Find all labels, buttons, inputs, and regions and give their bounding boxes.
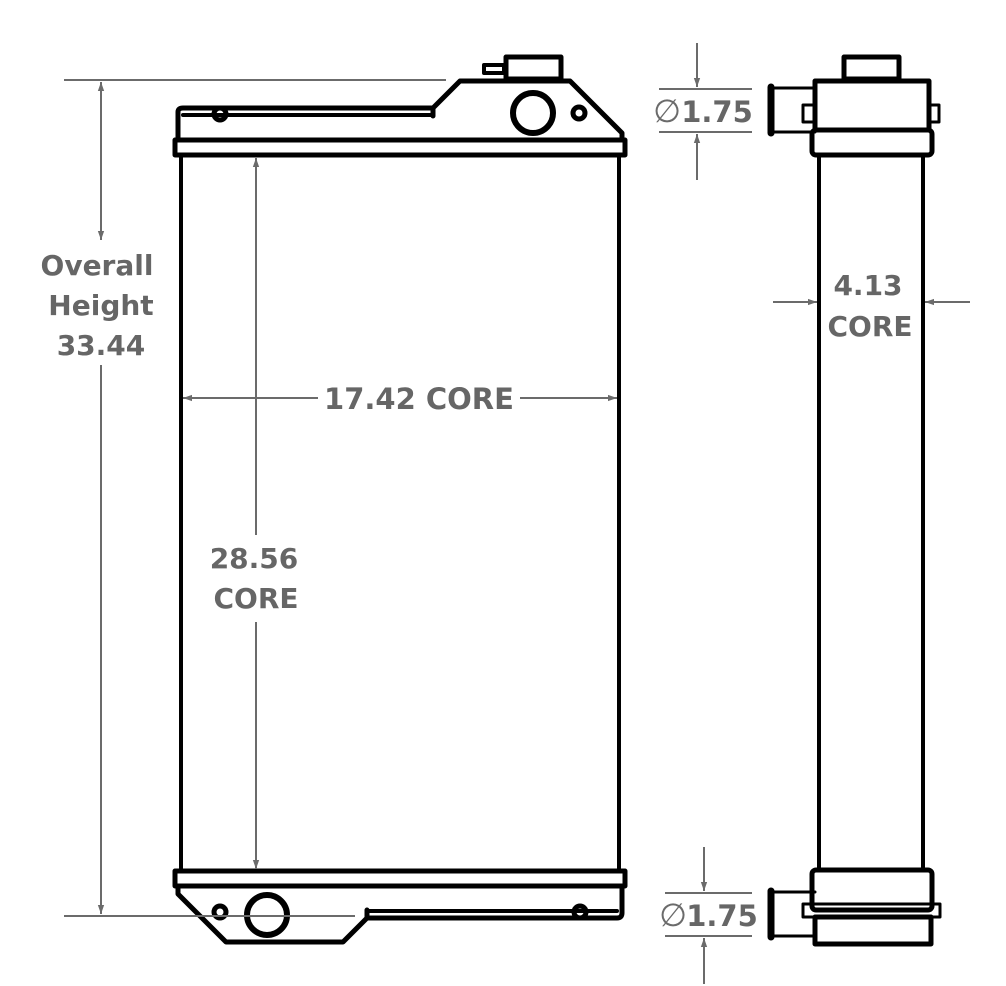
side-outlet-pipe xyxy=(771,890,817,938)
side-filler-cap xyxy=(841,54,902,82)
side-core xyxy=(817,153,925,872)
side-dimensions xyxy=(659,43,970,984)
front-view xyxy=(172,54,628,945)
core-depth-label: 4.13 CORE xyxy=(827,269,912,343)
overall-height-line2: Height xyxy=(48,289,153,322)
bottom-bolt-left xyxy=(211,903,229,921)
filler-neck xyxy=(503,54,564,82)
side-view xyxy=(767,54,942,947)
core-height-label: 28.56 CORE xyxy=(210,542,299,615)
diameter-symbol-icon: ∅ xyxy=(659,896,687,934)
bottom-outlet-diameter-value: 1.75 xyxy=(686,899,758,933)
top-bolt-left xyxy=(211,105,229,123)
bottom-header-plate xyxy=(172,868,628,889)
overall-height-value: 33.44 xyxy=(57,329,146,362)
top-inlet-port xyxy=(510,90,556,136)
top-inlet-diameter-label: ∅ 1.75 xyxy=(653,92,753,130)
bottom-tank xyxy=(175,883,625,945)
front-dimensions xyxy=(64,79,617,917)
top-inlet-diameter-value: 1.75 xyxy=(681,95,753,129)
core-depth-value: 4.13 xyxy=(833,269,902,302)
top-bolt-right xyxy=(570,104,588,122)
bottom-bolt-right xyxy=(571,903,589,921)
top-tank xyxy=(175,78,625,143)
core-width-label: 17.42 CORE xyxy=(324,382,514,416)
side-inlet-pipe xyxy=(771,86,817,134)
overall-height-label: Overall Height 33.44 xyxy=(41,249,154,362)
side-top-tank xyxy=(812,78,932,133)
side-bottom-tank xyxy=(812,914,934,947)
bottom-outlet-diameter-label: ∅ 1.75 xyxy=(659,896,758,934)
overall-height-line1: Overall xyxy=(41,249,154,282)
core-depth-unit: CORE xyxy=(827,310,912,343)
diameter-symbol-icon: ∅ xyxy=(653,92,681,130)
core-height-unit: CORE xyxy=(213,582,298,615)
core-height-value: 28.56 xyxy=(210,542,299,575)
front-core xyxy=(179,153,621,873)
top-header-plate xyxy=(172,137,628,158)
